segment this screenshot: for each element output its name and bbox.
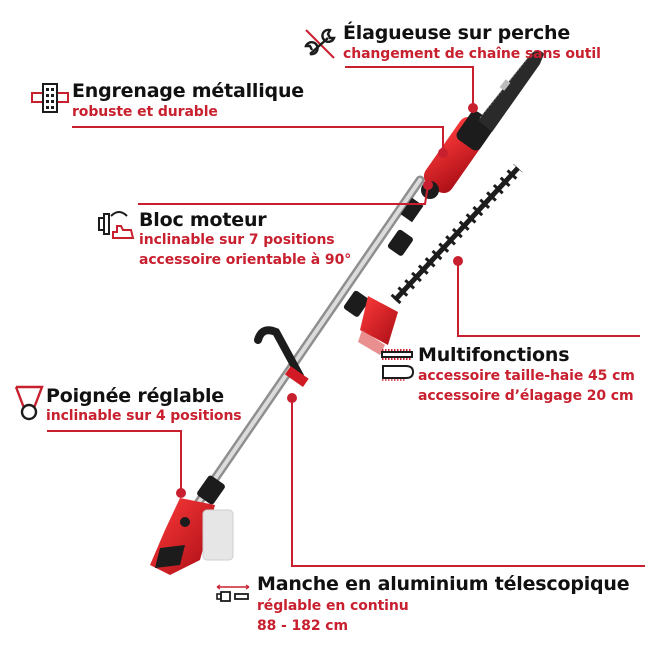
feature-subtitle: inclinable sur 7 positions <box>139 232 335 248</box>
feature-subtitle: réglable en continu <box>257 598 409 614</box>
rear-handle <box>150 498 234 575</box>
feature-subtitle: accessoire taille-haie 45 cm <box>418 368 635 384</box>
feature-title: Manche en aluminium télescopique <box>257 573 630 595</box>
gear-block-icon <box>31 83 69 113</box>
feature-subtitle: changement de chaîne sans outil <box>343 46 601 62</box>
chainsaw-bar <box>478 50 544 133</box>
adjustable-handle-icon <box>14 385 44 421</box>
feature-title: Poignée réglable <box>46 385 224 407</box>
callout-lines <box>47 66 645 567</box>
feature-subtitle: accessoire orientable à 90° <box>139 252 352 268</box>
feature-subtitle: 88 - 182 cm <box>257 618 348 634</box>
feature-subtitle: robuste et durable <box>72 104 218 120</box>
tilt-motor-icon <box>98 211 135 239</box>
shaft-collars <box>197 229 413 505</box>
wrench-crossed-icon <box>304 28 336 59</box>
feature-subtitle: inclinable sur 4 positions <box>46 408 242 424</box>
telescopic-shaft <box>185 175 425 520</box>
feature-subtitle: accessoire d’élagage 20 cm <box>418 388 634 404</box>
feature-title: Engrenage métallique <box>72 80 304 102</box>
loop-handle <box>254 326 309 387</box>
feature-title: Élagueuse sur perche <box>343 22 571 44</box>
callout-dots <box>176 103 478 498</box>
feature-title: Bloc moteur <box>139 209 267 231</box>
telescopic-icon <box>216 584 250 602</box>
hedge-chain-icon <box>381 349 415 381</box>
feature-title: Multifonctions <box>418 344 570 366</box>
hedge-trimmer <box>358 163 523 355</box>
